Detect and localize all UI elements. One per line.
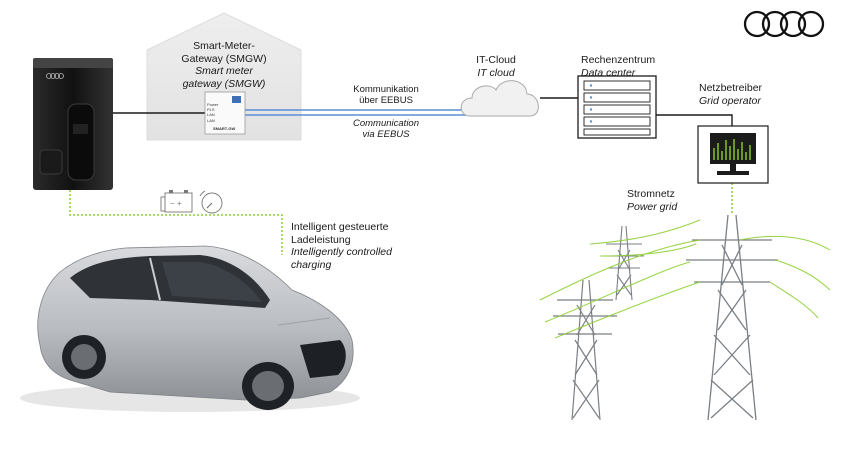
- grid-label: Stromnetz Power grid: [627, 188, 707, 213]
- smgw-device: [204, 91, 246, 135]
- operator-label-en: Grid operator: [699, 94, 761, 107]
- datacenter-label-en: Data center: [581, 66, 636, 79]
- smgw-subtitle-line2: gateway (SMGW): [182, 77, 266, 90]
- cloud-label-de: IT-Cloud: [476, 54, 516, 66]
- smgw-title-line2: Gateway (SMGW): [181, 52, 267, 65]
- eebus-de-line1: Kommunikation: [353, 84, 419, 95]
- electric-car-image: [20, 245, 360, 412]
- cloud-label: IT-Cloud IT cloud: [466, 54, 526, 79]
- smgw-row-power: Power: [207, 102, 219, 107]
- eebus-label-de: Kommunikation über EEBUS: [336, 84, 436, 106]
- wallbox-charger: [33, 58, 113, 190]
- operator-label: Netzbetreiber Grid operator: [699, 82, 789, 107]
- svg-text:− +: − +: [170, 199, 182, 208]
- power-lines-green: [539, 219, 831, 339]
- charging-label-de-line1: Intelligent gesteuerte: [291, 221, 389, 233]
- charging-label-de-line2: Ladeleistung: [291, 233, 351, 246]
- grid-label-en: Power grid: [627, 200, 678, 213]
- smgw-row-lan1: LAN: [207, 112, 215, 118]
- cloud-label-en: IT cloud: [477, 66, 515, 79]
- charging-label-en-line1: Intelligently controlled: [291, 246, 392, 258]
- battery-icon: − +: [160, 190, 193, 213]
- operator-label-de: Netzbetreiber: [699, 82, 763, 94]
- server-rack-icon: [577, 75, 657, 139]
- house-outline: [146, 12, 302, 141]
- smgw-device-brand: SMART-GW: [213, 126, 236, 131]
- datacenter-label: Rechenzentrum Data center: [581, 54, 671, 79]
- charging-label-en-line2: charging: [291, 258, 332, 271]
- power-pylon-large: [686, 214, 778, 421]
- smgw-title-line1: Smart-Meter-: [193, 40, 255, 52]
- eebus-de-line2: über EEBUS: [359, 95, 413, 106]
- charging-label: Intelligent gesteuerte Ladeleistung Inte…: [291, 221, 431, 271]
- eebus-label-en: Communication via EEBUS: [336, 118, 436, 140]
- smgw-device-panel: Power PLS LAN LAN: [207, 102, 235, 123]
- datacenter-label-de: Rechenzentrum: [581, 54, 656, 66]
- power-pylon-medium: [553, 279, 617, 421]
- grid-label-de: Stromnetz: [627, 188, 675, 200]
- smgw-row-pls: PLS: [207, 107, 215, 113]
- eebus-en-line1: Communication: [353, 118, 419, 129]
- timer-icon: [199, 190, 223, 214]
- wallbox-to-car-green-line: [69, 190, 283, 255]
- operator-monitor-icon: [697, 125, 769, 184]
- cloud-icon: [460, 80, 539, 117]
- eebus-en-line2: via EEBUS: [362, 129, 410, 140]
- power-pylon-small: [604, 225, 644, 301]
- datacenter-to-operator-line: [656, 114, 733, 126]
- smgw-label: Smart-Meter- Gateway (SMGW) Smart meter …: [174, 40, 274, 90]
- smgw-row-lan2: LAN: [207, 117, 215, 123]
- four-rings-logo: [743, 10, 825, 38]
- smgw-subtitle-line1: Smart meter: [195, 65, 253, 77]
